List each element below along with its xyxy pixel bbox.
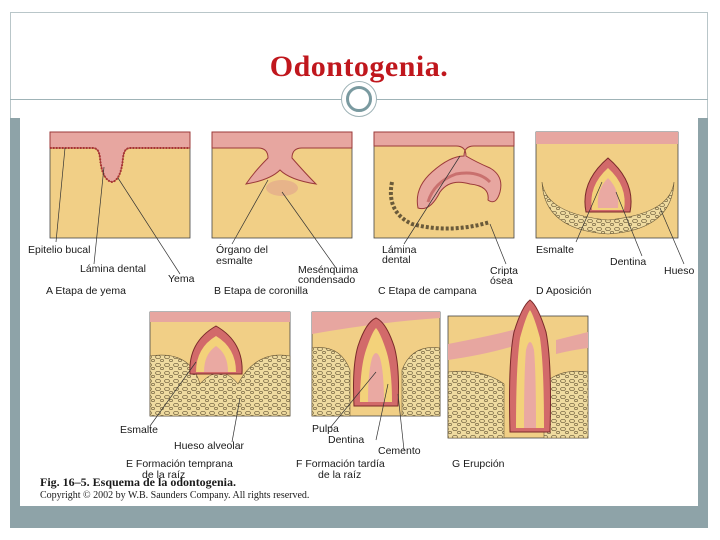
title-band: Odontogenia. <box>10 12 708 100</box>
panel-d-label-dentin: Dentina <box>610 256 646 268</box>
panel-c-bell-stage <box>373 131 515 265</box>
panel-d-label-bone: Hueso <box>664 265 695 277</box>
panel-c-label-lamina-1: Lámina <box>382 244 417 256</box>
panel-b-cap-stage <box>211 131 353 269</box>
panel-e-early-root <box>149 311 291 443</box>
panel-a-label-epithelium: Epitelio bucal <box>28 244 90 256</box>
panel-e-label-bone: Hueso alveolar <box>174 440 245 452</box>
panel-f-late-root <box>311 311 441 451</box>
panel-a-stage: A Etapa de yema <box>46 285 126 297</box>
panel-f-stage-2: de la raíz <box>318 469 361 481</box>
odontogenesis-figure: Epitelio bucal Lámina dental Yema A Etap… <box>20 122 698 506</box>
panel-e-stage-2: de la raíz <box>142 469 185 481</box>
panel-d-label-enamel: Esmalte <box>536 244 574 256</box>
panel-e-label-enamel: Esmalte <box>120 424 158 436</box>
panel-d-stage: D Aposición <box>536 285 592 297</box>
panel-c-label-crypt-1: Cripta <box>490 265 518 277</box>
panel-b-label-organ-1: Órgano del <box>216 243 268 256</box>
panel-c-label-lamina-2: dental <box>382 254 411 266</box>
panel-a-label-bud: Yema <box>168 273 195 285</box>
panel-c-stage: C Etapa de campana <box>378 285 477 297</box>
panel-c-label-crypt-2: ósea <box>490 275 513 287</box>
figure-copyright: Copyright © 2002 by W.B. Saunders Compan… <box>40 490 309 501</box>
panel-a-bud-stage <box>49 131 191 275</box>
bottom-accent-bar <box>10 506 708 528</box>
circle-ornament-icon <box>341 81 377 117</box>
panel-f-stage-1: F Formación tardía <box>296 458 385 470</box>
panel-a-label-lamina: Lámina dental <box>80 263 146 275</box>
left-accent-bar <box>10 118 20 506</box>
panel-f-label-dentin: Dentina <box>328 434 364 446</box>
slide-title: Odontogenia. <box>269 50 449 83</box>
panel-b-label-mesenchyme-1: Mesénquima <box>298 264 358 276</box>
panel-b-stage: B Etapa de coronilla <box>214 285 308 297</box>
panel-d-apposition-stage <box>535 131 685 265</box>
figure-caption: Fig. 16–5. Esquema de la odontogenia. <box>40 475 236 489</box>
panel-g-eruption <box>447 299 589 439</box>
panel-b-label-organ-2: esmalte <box>216 255 253 267</box>
panel-g-stage: G Erupción <box>452 458 505 470</box>
panel-e-stage-1: E Formación temprana <box>126 458 233 470</box>
panel-f-label-cementum: Cemento <box>378 445 421 457</box>
panel-f-label-pulp: Pulpa <box>312 423 339 435</box>
panel-b-label-mesenchyme-2: condensado <box>298 274 355 286</box>
right-accent-bar <box>698 118 708 506</box>
